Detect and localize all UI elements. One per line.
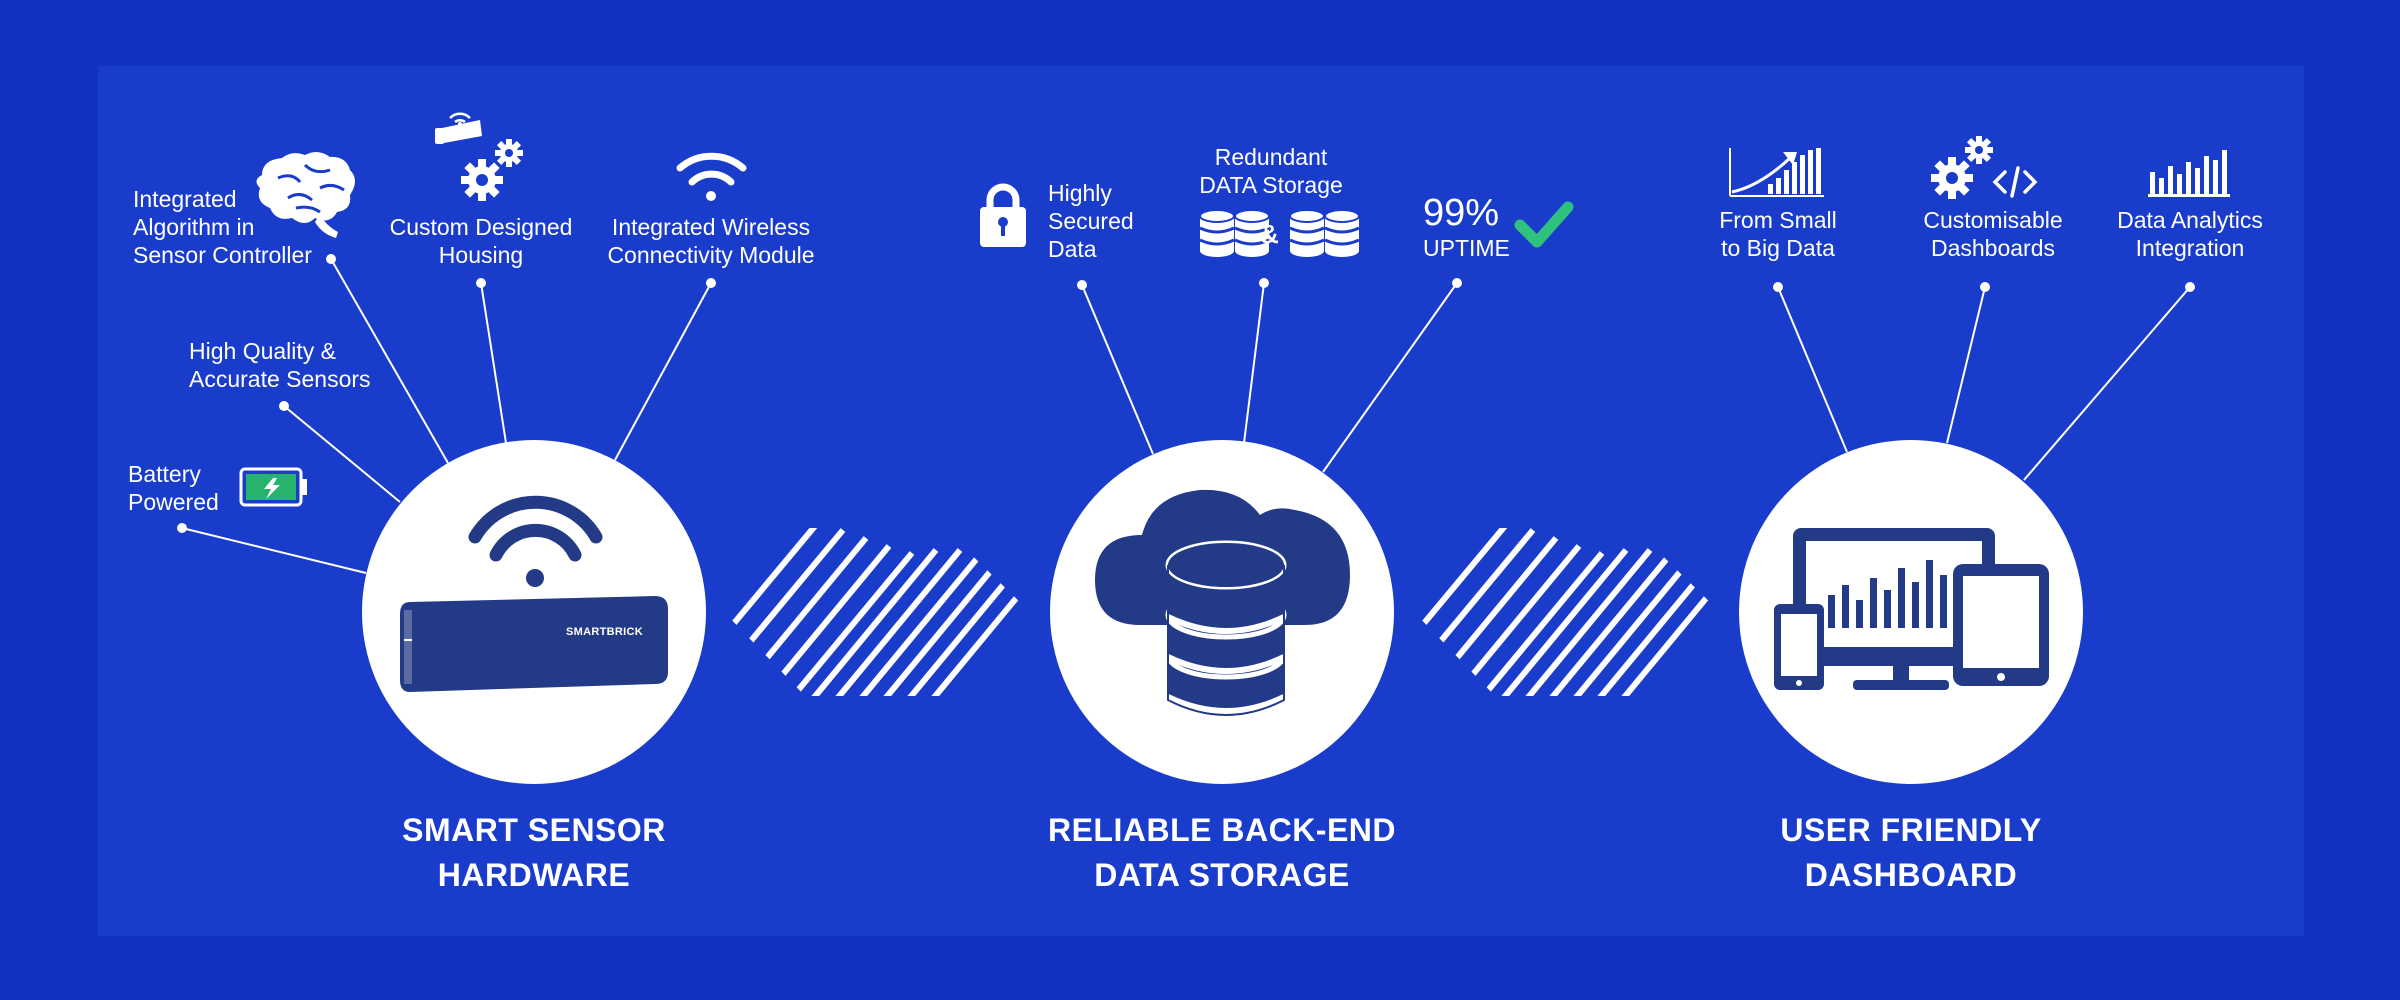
feature-label-small-big: From Small to Big Data (1719, 207, 1837, 261)
flow-arrow-dashboard (1414, 528, 1720, 696)
gears-code-icon (1931, 136, 2038, 199)
battery-icon (239, 467, 307, 507)
growth-chart-icon (1729, 148, 1824, 197)
connector-analytics (2023, 286, 2191, 481)
brain-icon (256, 151, 355, 238)
checkmark-icon (1514, 201, 1574, 248)
connector-secured (1081, 284, 1154, 455)
section-title-hardware: SMART SENSOR HARDWARE (402, 812, 666, 893)
flow-arrow-storage (724, 528, 1030, 696)
feature-label-analytics: Data Analytics Integration (2117, 207, 2263, 261)
feature-label-secured: Highly Secured Data (1048, 180, 1134, 262)
connector-battery (181, 527, 367, 574)
feature-label-redundant: Redundant DATA Storage (1199, 144, 1343, 198)
section-title-dashboard: USER FRIENDLY DASHBOARD (1780, 812, 2042, 893)
sensor-device-icon (400, 495, 668, 692)
feature-label-housing: Custom Designed Housing (389, 214, 573, 268)
bar-chart-icon (2148, 150, 2230, 197)
lock-icon (980, 183, 1026, 247)
feature-label-custom: Customisable Dashboards (1923, 207, 2063, 261)
uptime-label: UPTIME (1423, 235, 1510, 261)
database-stack-icon (1199, 209, 1360, 257)
housing-gears-icon (435, 112, 523, 201)
connector-small-big (1777, 286, 1848, 453)
connector-wireless (614, 282, 712, 461)
wifi-icon (676, 152, 747, 201)
storage-joiner: & (1260, 219, 1279, 249)
connector-custom (1946, 286, 1986, 444)
uptime-value: 99% (1423, 192, 1500, 234)
connector-algorithm (330, 258, 449, 464)
feature-label-wireless: Integrated Wireless Connectivity Module (607, 214, 815, 268)
connector-housing (480, 282, 507, 444)
feature-label-algorithm: Integrated Algorithm in Sensor Controlle… (133, 186, 312, 268)
cloud-database-icon (1095, 489, 1350, 720)
connector-lines (177, 254, 2195, 574)
multi-device-icon (1774, 528, 2049, 690)
feature-label-battery: Battery Powered (128, 461, 219, 515)
connector-sensors (283, 405, 401, 503)
connector-redundant (1243, 282, 1265, 444)
section-title-storage: RELIABLE BACK-END DATA STORAGE (1047, 812, 1397, 893)
device-brand-label: SMARTBRICK (566, 626, 643, 638)
feature-label-sensors: High Quality & Accurate Sensors (189, 338, 371, 392)
connector-uptime (1322, 282, 1458, 473)
